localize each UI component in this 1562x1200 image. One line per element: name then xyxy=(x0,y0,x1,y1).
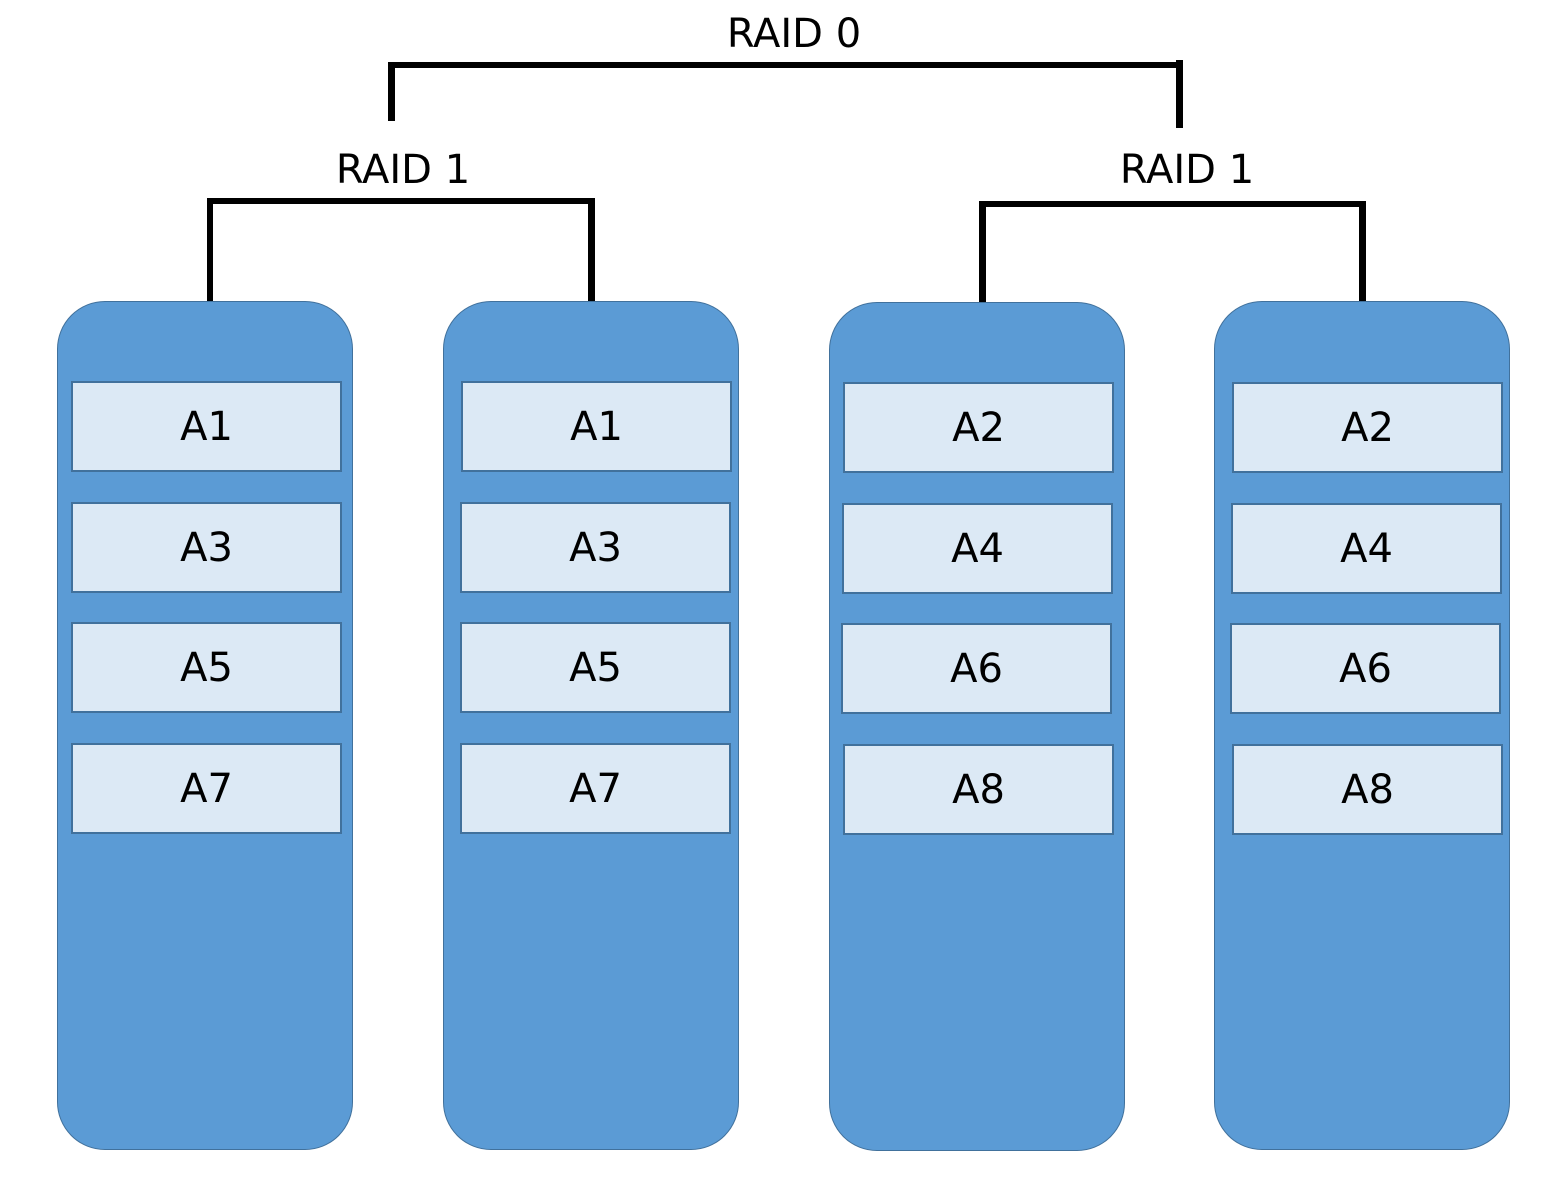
disk-2: A1 A3 A5 A7 xyxy=(443,301,739,1150)
raid0-bracket-horizontal xyxy=(388,62,1183,68)
data-block: A6 xyxy=(841,623,1112,714)
data-block: A5 xyxy=(460,622,731,713)
data-block: A2 xyxy=(843,382,1114,473)
data-block: A7 xyxy=(460,743,731,834)
disk-1: A1 A3 A5 A7 xyxy=(57,301,353,1150)
data-block: A6 xyxy=(1230,623,1501,714)
raid0-bracket-left-leg xyxy=(388,62,395,121)
data-block: A3 xyxy=(460,502,731,593)
raid1-right-bracket-horizontal xyxy=(979,201,1366,207)
data-block: A7 xyxy=(71,743,342,834)
raid0-label: RAID 0 xyxy=(726,11,862,57)
raid1-right-bracket-left-leg xyxy=(979,201,986,303)
data-block: A5 xyxy=(71,622,342,713)
disk-3: A2 A4 A6 A8 xyxy=(829,302,1125,1151)
disk-4: A2 A4 A6 A8 xyxy=(1214,301,1510,1150)
data-block: A1 xyxy=(461,381,732,472)
data-block: A4 xyxy=(1231,503,1502,594)
raid1-left-bracket-left-leg xyxy=(207,198,213,302)
raid1-right-label: RAID 1 xyxy=(1119,147,1255,193)
data-block: A1 xyxy=(71,381,342,472)
raid1-left-bracket-right-leg xyxy=(588,198,595,302)
data-block: A8 xyxy=(1232,744,1503,835)
data-block: A8 xyxy=(843,744,1114,835)
raid1-left-label: RAID 1 xyxy=(335,147,471,193)
raid0-bracket-right-leg xyxy=(1176,60,1183,128)
data-block: A2 xyxy=(1232,382,1503,473)
raid1-right-bracket-right-leg xyxy=(1359,201,1366,302)
raid1-left-bracket-horizontal xyxy=(207,198,595,204)
data-block: A4 xyxy=(842,503,1113,594)
data-block: A3 xyxy=(71,502,342,593)
